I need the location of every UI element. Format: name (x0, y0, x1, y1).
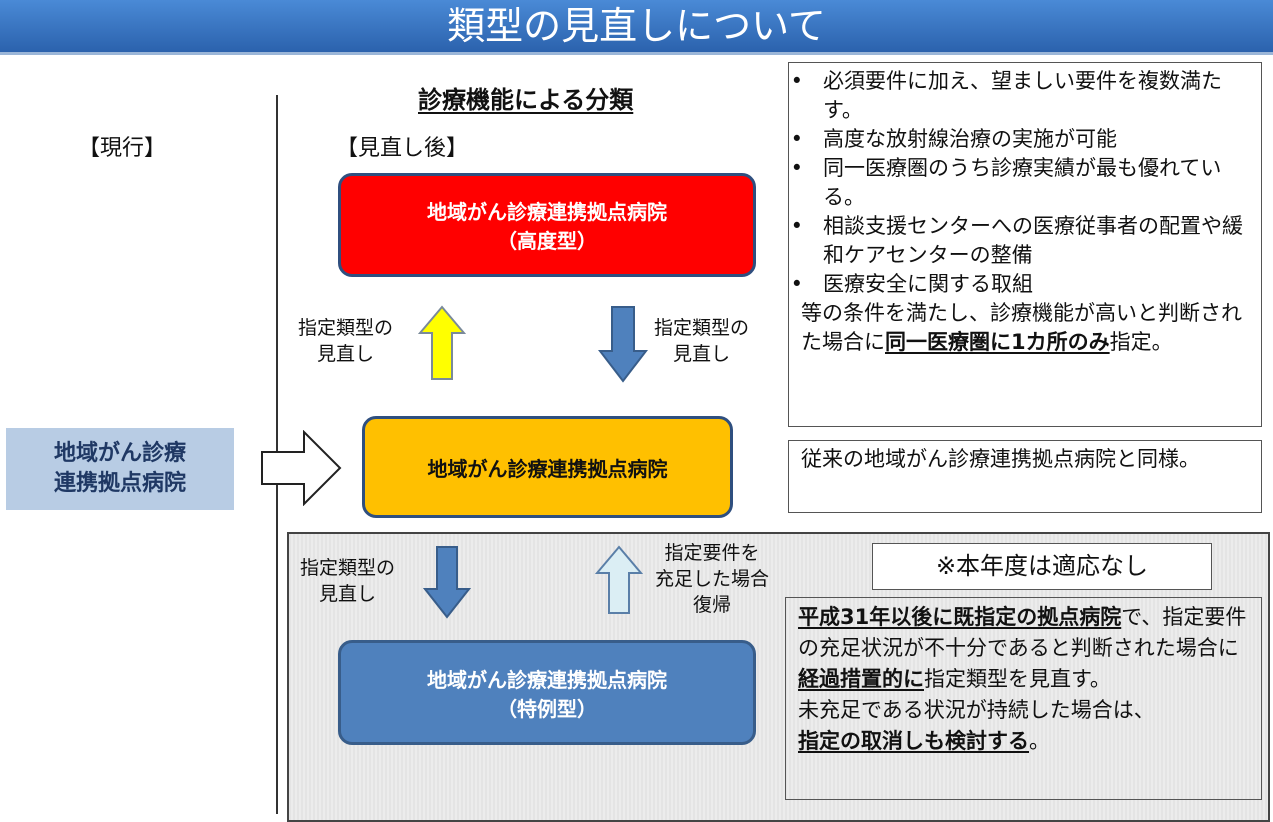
up-review-label: 指定類型の見直し (298, 317, 394, 365)
advanced-hospital-box: 地域がん診療連携拠点病院 （高度型） (338, 173, 756, 277)
current-label: 【現行】 (78, 136, 167, 161)
not-applicable-note: ※本年度は適応なし (872, 543, 1212, 590)
down-review-2-label: 指定類型の見直し (300, 557, 396, 605)
down-review-label: 指定類型の見直し (654, 317, 750, 365)
arrow-up-yellow-icon (418, 305, 466, 380)
standard-hospital-box: 地域がん診療連携拠点病院 (362, 416, 733, 518)
advanced-box-type: （高度型） (497, 229, 597, 253)
page-title: 類型の見直しについて (0, 0, 1273, 55)
special-hospital-box: 地域がん診療連携拠点病院（特例型） (338, 640, 756, 745)
advanced-box-title: 地域がん診療連携拠点病院 (427, 200, 667, 224)
restore-label: 指定要件を充足した場合復帰 (655, 542, 770, 616)
advanced-conditions-note: 必須要件に加え、望ましい要件を複数満たす。 高度な放射線治療の実施が可能 同一医… (788, 62, 1262, 427)
arrow-down-blue-2-icon (423, 546, 471, 619)
arrow-up-lightblue-icon (595, 545, 643, 614)
arrow-down-blue-icon (598, 306, 648, 383)
revised-label: 【見直し後】 (336, 136, 469, 161)
current-hospital-box: 地域がん診療連携拠点病院 (6, 428, 234, 510)
standard-note: 従来の地域がん診療連携拠点病院と同様。 (788, 440, 1262, 513)
special-note: 平成31年以後に既指定の拠点病院で、指定要件の充足状況が不十分であると判断された… (785, 597, 1262, 800)
classification-heading: 診療機能による分類 (418, 86, 634, 114)
arrow-right-hollow-icon (261, 430, 342, 506)
